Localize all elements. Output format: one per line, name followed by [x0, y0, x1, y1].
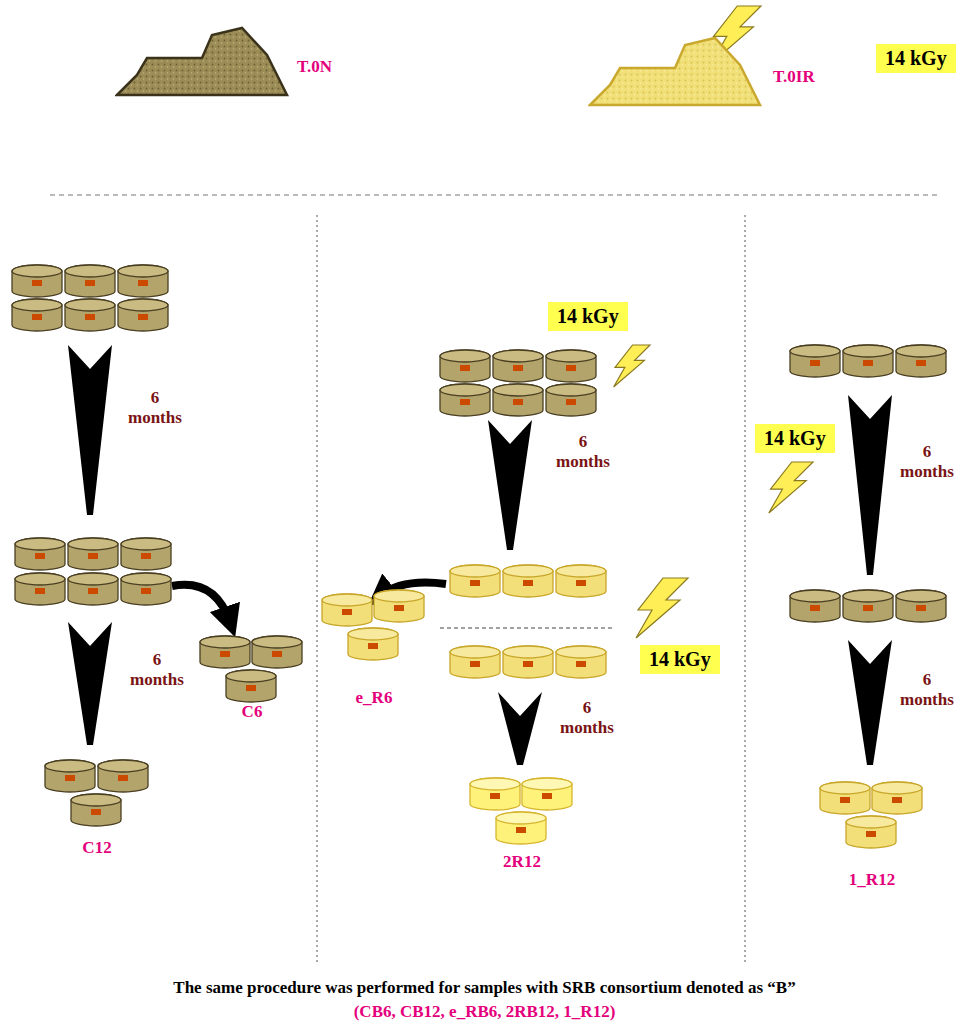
- sample-canister: [98, 760, 148, 792]
- sample-canister: [68, 573, 118, 605]
- sample-canister: [68, 538, 118, 570]
- duration-label: 6 months: [900, 442, 954, 481]
- sample-canister: [65, 265, 115, 297]
- sample-canister: [470, 778, 520, 810]
- sample-canister: [252, 636, 302, 668]
- sample-canister: [440, 350, 490, 382]
- split-line: [440, 628, 615, 629]
- sample-canister: [846, 816, 896, 848]
- dose-label: 14 kGy: [755, 424, 835, 453]
- sample-canister: [15, 538, 65, 570]
- radiation-bolt: [614, 345, 650, 387]
- sample-label: 2R12: [468, 852, 576, 872]
- sample-canister: [65, 299, 115, 331]
- dose-label: 14 kGy: [548, 302, 628, 331]
- duration-label: 6 months: [128, 388, 182, 427]
- duration-label: 6 months: [130, 650, 184, 689]
- caption-text: The same procedure was performed for sam…: [0, 978, 969, 998]
- dose-box: 14 kGy: [755, 424, 835, 453]
- sample-group: 2R12: [468, 776, 576, 872]
- duration-label: 6 months: [556, 432, 610, 471]
- sample-canister: [843, 345, 893, 377]
- sample-group: C12: [43, 758, 151, 858]
- sample-canister: [493, 384, 543, 416]
- sample-canister: [556, 646, 606, 678]
- duration-label: 6 months: [560, 698, 614, 737]
- separator-line: [50, 194, 940, 195]
- sample-canister: [71, 794, 121, 826]
- radiation-bolt: [636, 578, 688, 638]
- sample-canister: [493, 350, 543, 382]
- sample-canister: [374, 590, 424, 622]
- sample-canister: [348, 628, 398, 660]
- sample-canister: [121, 538, 171, 570]
- time-arrow: [68, 345, 112, 515]
- sample-canister: [440, 384, 490, 416]
- curved-arrow: [172, 585, 230, 622]
- duration-label: 6 months: [900, 670, 954, 709]
- sample-canister: [118, 299, 168, 331]
- sample-canister: [843, 590, 893, 622]
- sample-canister: [45, 760, 95, 792]
- rock-sample: T.0N: [115, 15, 355, 105]
- sample-canister: [121, 573, 171, 605]
- rock-sample: T.0IR: [588, 25, 848, 115]
- sample-label: C12: [43, 838, 151, 858]
- sample-group: e_R6: [320, 588, 428, 708]
- column-divider: [745, 215, 746, 965]
- sample-canister: [450, 565, 500, 597]
- sample-canister: [556, 565, 606, 597]
- sample-canister: [896, 590, 946, 622]
- caption-list: (CB6, CB12, e_RB6, 2RB12, 1_R12): [0, 1002, 969, 1022]
- sample-label: C6: [198, 702, 306, 722]
- sample-canister: [322, 594, 372, 626]
- sample-canister: [12, 265, 62, 297]
- sample-label: 1_R12: [818, 870, 926, 890]
- sample-canister: [546, 384, 596, 416]
- sample-canister: [118, 265, 168, 297]
- dose-box: 14 kGy: [548, 302, 628, 331]
- sample-canister: [790, 590, 840, 622]
- dose-box: 14 kGy: [640, 645, 720, 674]
- sample-canister: [546, 350, 596, 382]
- sample-canister: [872, 782, 922, 814]
- time-arrow: [498, 692, 542, 765]
- sample-canister: [820, 782, 870, 814]
- sample-group: C6: [198, 634, 306, 722]
- sample-canister: [12, 299, 62, 331]
- sample-label: T.0N: [297, 57, 332, 77]
- time-arrow: [68, 622, 112, 745]
- sample-label: e_R6: [320, 688, 428, 708]
- sample-canister: [503, 565, 553, 597]
- time-arrow: [848, 395, 892, 575]
- sample-group: 1_R12: [818, 780, 926, 890]
- dose-label: 14 kGy: [876, 44, 956, 73]
- sample-canister: [496, 812, 546, 844]
- time-arrow: [488, 420, 532, 550]
- sample-canister: [226, 670, 276, 702]
- sample-label: T.0IR: [773, 67, 815, 87]
- radiation-bolt: [769, 462, 813, 513]
- sample-canister: [15, 573, 65, 605]
- time-arrow: [848, 640, 892, 765]
- sample-canister: [503, 646, 553, 678]
- column-divider: [317, 215, 318, 965]
- sample-canister: [896, 345, 946, 377]
- dose-box: 14 kGy: [876, 44, 956, 73]
- sample-canister: [522, 778, 572, 810]
- sample-canister: [450, 646, 500, 678]
- dose-label: 14 kGy: [640, 645, 720, 674]
- sample-canister: [200, 636, 250, 668]
- sample-canister: [790, 345, 840, 377]
